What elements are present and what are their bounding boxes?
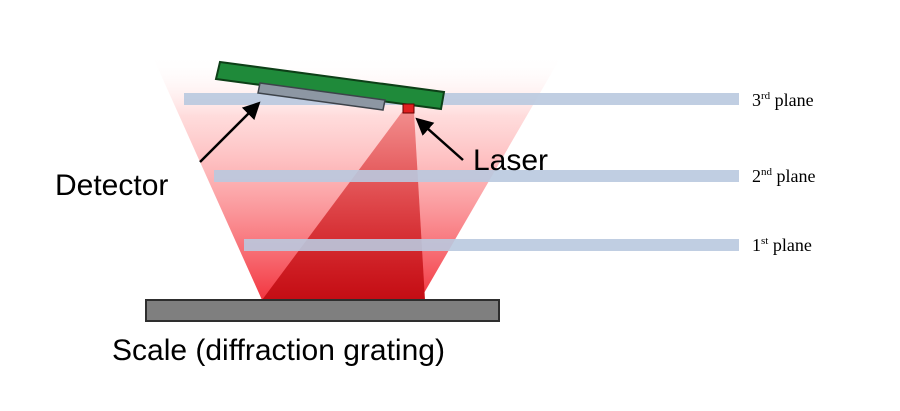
plane-bar-2: [214, 170, 739, 182]
laser-label: Laser: [473, 144, 548, 177]
detector-chip: [257, 82, 386, 111]
detector-label: Detector: [55, 169, 168, 202]
laser-diode: [402, 103, 415, 114]
laser-beam: [262, 112, 425, 300]
laser-arrow: [415, 117, 464, 161]
plane-label-2: 2nd plane: [752, 166, 815, 186]
detector-arrow: [199, 101, 261, 163]
scale-label: Scale (diffraction grating): [112, 334, 445, 367]
plane-label-3: 3rd plane: [752, 90, 814, 110]
plane-bar-1: [244, 239, 739, 251]
plane-label-1: 1st plane: [752, 235, 812, 255]
circuit-board: [214, 60, 446, 111]
scale-diffraction-grating: [145, 299, 500, 322]
